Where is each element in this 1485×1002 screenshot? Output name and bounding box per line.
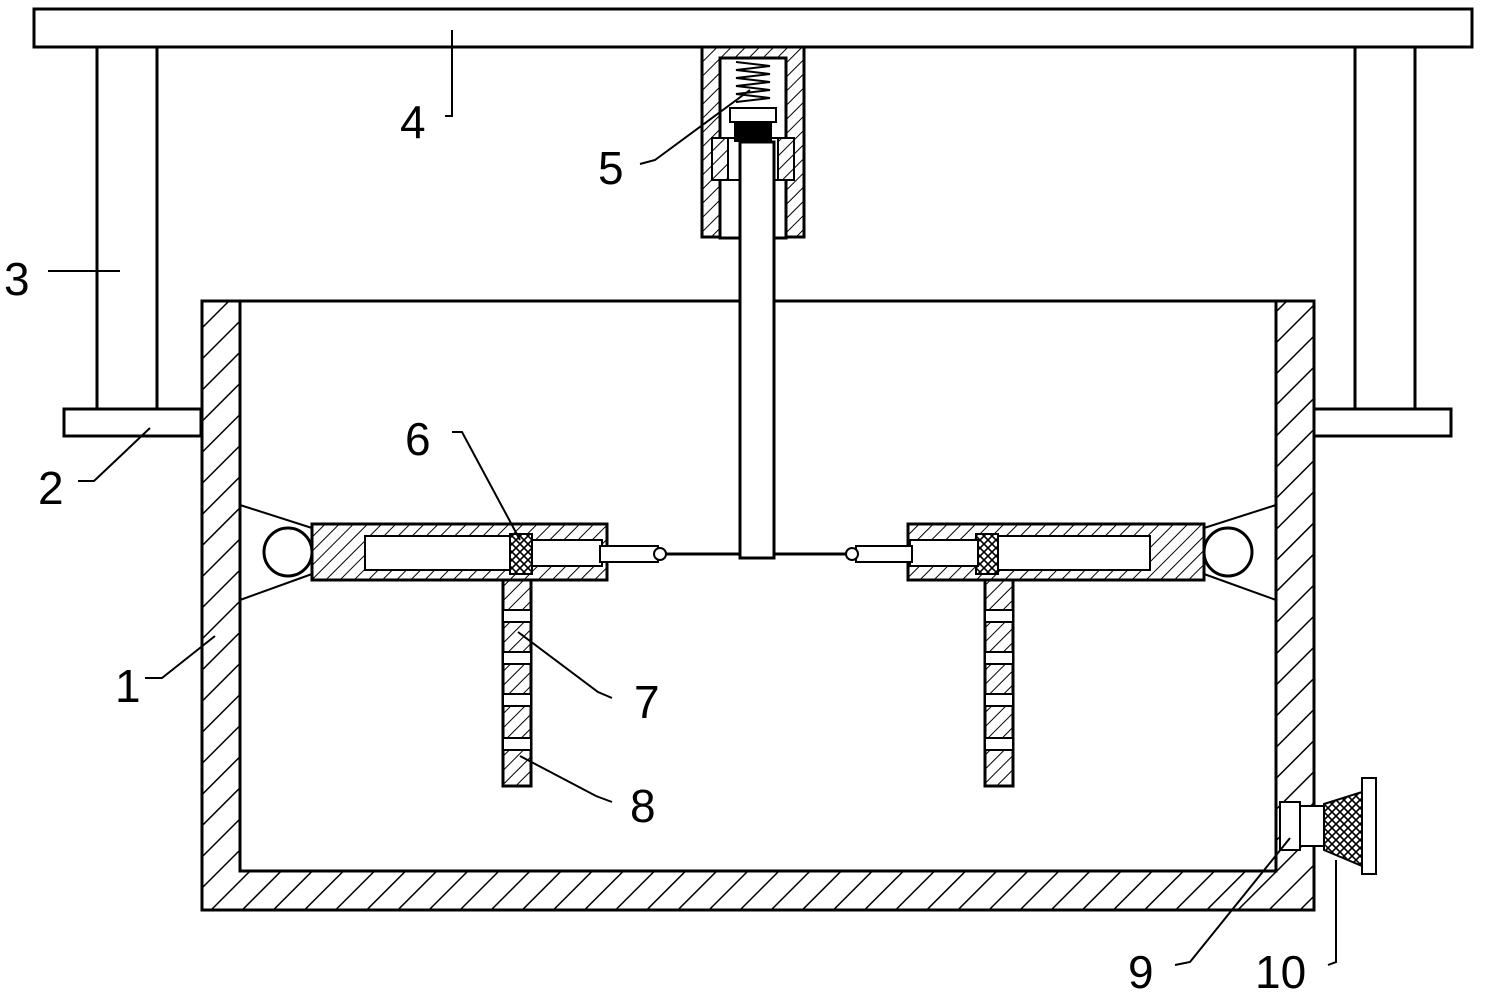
blade-right [983, 578, 1015, 788]
support-post-left [95, 45, 159, 411]
label-7: 7 [634, 676, 660, 728]
blade-left [501, 578, 533, 788]
leader-lines [48, 30, 1337, 966]
arm-assembly-right [774, 504, 1277, 601]
bracket-right [1312, 407, 1453, 438]
top-plate [32, 7, 1474, 49]
label-2: 2 [38, 462, 64, 514]
support-post-right [1353, 45, 1417, 411]
label-9: 9 [1128, 946, 1154, 998]
label-3: 3 [4, 253, 30, 305]
label-5: 5 [598, 142, 624, 194]
central-rod [738, 140, 776, 560]
label-1: 1 [115, 660, 141, 712]
spring-icon [735, 61, 771, 103]
arm-assembly-left [239, 504, 740, 601]
label-10: 10 [1255, 946, 1306, 998]
drain-valve [1279, 777, 1377, 875]
label-4: 4 [400, 96, 426, 148]
bracket-left [62, 407, 203, 438]
label-8: 8 [630, 780, 656, 832]
label-6: 6 [405, 413, 431, 465]
